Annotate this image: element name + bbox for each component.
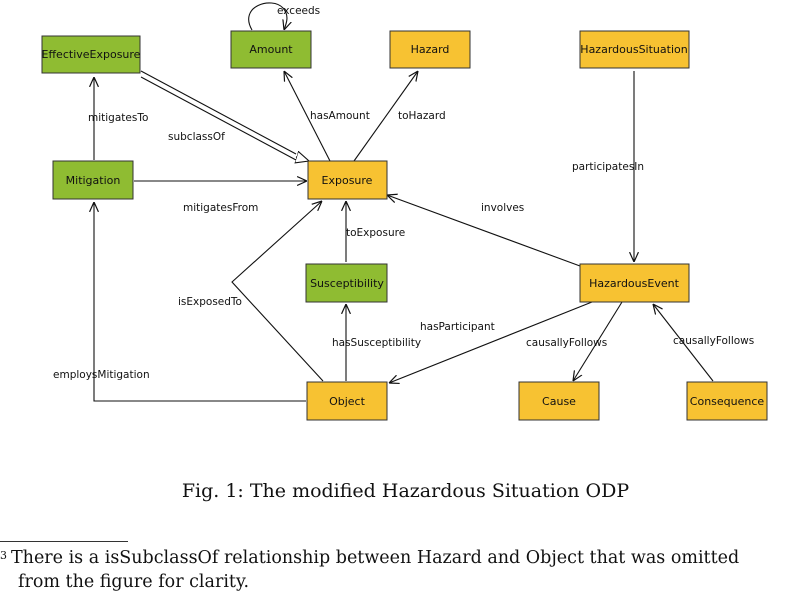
- footnote-line-1: 3 There is a isSubclassOf relationship be…: [0, 546, 811, 570]
- footnote-text-1: There is a isSubclassOf relationship bet…: [11, 548, 740, 568]
- edge-involves: [387, 195, 581, 267]
- edge-label-involves: involves: [481, 202, 524, 214]
- node-effective-exposure: EffectiveExposure: [41, 35, 141, 74]
- node-effective-exposure-box: [41, 35, 141, 74]
- edge-causally-follows-consequence: [653, 304, 714, 382]
- edges: [94, 2, 714, 402]
- nodes: EffectiveExposure Amount Hazard Hazardou…: [41, 30, 768, 421]
- node-mitigation: Mitigation: [52, 160, 134, 200]
- node-susceptibility-box: [305, 263, 388, 303]
- node-exposure: Exposure: [307, 160, 388, 200]
- figure-caption: Fig. 1: The modified Hazardous Situation…: [181, 480, 630, 502]
- node-object: Object: [306, 381, 388, 421]
- node-hazard-box: [389, 30, 471, 69]
- edge-label-is-exposed-to: isExposedTo: [178, 296, 242, 308]
- node-amount-box: [230, 30, 312, 69]
- edge-label-has-amount: hasAmount: [310, 110, 370, 122]
- node-object-box: [306, 381, 388, 421]
- node-mitigation-label: Mitigation: [66, 174, 121, 187]
- node-effective-exposure-label: EffectiveExposure: [42, 48, 141, 61]
- edge-label-mitigates-from: mitigatesFrom: [183, 202, 258, 214]
- node-mitigation-box: [52, 160, 134, 200]
- edge-subclass-of-b: [140, 76, 297, 161]
- node-hazardous-event-box: [579, 263, 690, 303]
- edge-exceeds: [248, 2, 287, 30]
- ontology-diagram: exceeds mitigatesTo subclassOf hasAmount…: [41, 2, 768, 421]
- edge-has-amount: [284, 71, 331, 162]
- footnote-rule: [0, 541, 128, 542]
- edge-subclass-of-a: [140, 70, 297, 155]
- node-susceptibility: Susceptibility: [305, 263, 388, 303]
- footnote-line-2: from the figure for clarity.: [0, 570, 811, 594]
- edge-labels: exceeds mitigatesTo subclassOf hasAmount…: [53, 5, 754, 381]
- footnote-marker: 3: [0, 549, 7, 562]
- node-hazard: Hazard: [389, 30, 471, 69]
- edge-subclass-of-head: [296, 157, 309, 161]
- node-amount-label: Amount: [249, 43, 293, 56]
- edge-employs-mitigation: [94, 202, 306, 402]
- edge-to-hazard: [353, 71, 418, 162]
- edge-label-has-susceptibility: hasSusceptibility: [332, 337, 421, 349]
- node-exposure-label: Exposure: [322, 174, 373, 187]
- node-amount: Amount: [230, 30, 312, 69]
- footnote-text-2: from the figure for clarity.: [18, 572, 250, 592]
- edge-is-exposed-to: [231, 201, 324, 382]
- edge-causally-follows-cause: [573, 301, 623, 381]
- footnote: 3 There is a isSubclassOf relationship be…: [0, 546, 811, 594]
- node-cause-box: [518, 381, 600, 421]
- edge-label-subclass-of: subclassOf: [168, 131, 225, 143]
- node-consequence: Consequence: [686, 381, 768, 421]
- edge-label-mitigates-to: mitigatesTo: [88, 112, 148, 124]
- node-object-label: Object: [329, 395, 366, 408]
- node-cause-label: Cause: [542, 395, 576, 408]
- node-hazardous-situation-label: HazardousSituation: [580, 43, 687, 56]
- node-hazardous-situation-box: [579, 30, 690, 69]
- node-cause: Cause: [518, 381, 600, 421]
- node-consequence-label: Consequence: [690, 395, 765, 408]
- edge-has-participant: [389, 301, 593, 383]
- edge-label-participates-in: participatesIn: [572, 161, 644, 173]
- node-hazard-label: Hazard: [411, 43, 450, 56]
- edge-label-causally-follows-cause: causallyFollows: [526, 337, 607, 349]
- edge-label-employs-mitigation: employsMitigation: [53, 369, 150, 381]
- node-consequence-box: [686, 381, 768, 421]
- edge-label-has-participant: hasParticipant: [420, 321, 495, 333]
- node-susceptibility-label: Susceptibility: [310, 277, 384, 290]
- edge-label-exceeds: exceeds: [277, 5, 320, 17]
- edge-label-causally-follows-consequence: causallyFollows: [673, 335, 754, 347]
- node-exposure-box: [307, 160, 388, 200]
- node-hazardous-event-label: HazardousEvent: [589, 277, 679, 290]
- edge-label-to-hazard: toHazard: [398, 110, 446, 122]
- node-hazardous-situation: HazardousSituation: [579, 30, 690, 69]
- node-hazardous-event: HazardousEvent: [579, 263, 690, 303]
- edge-label-to-exposure: toExposure: [346, 227, 405, 239]
